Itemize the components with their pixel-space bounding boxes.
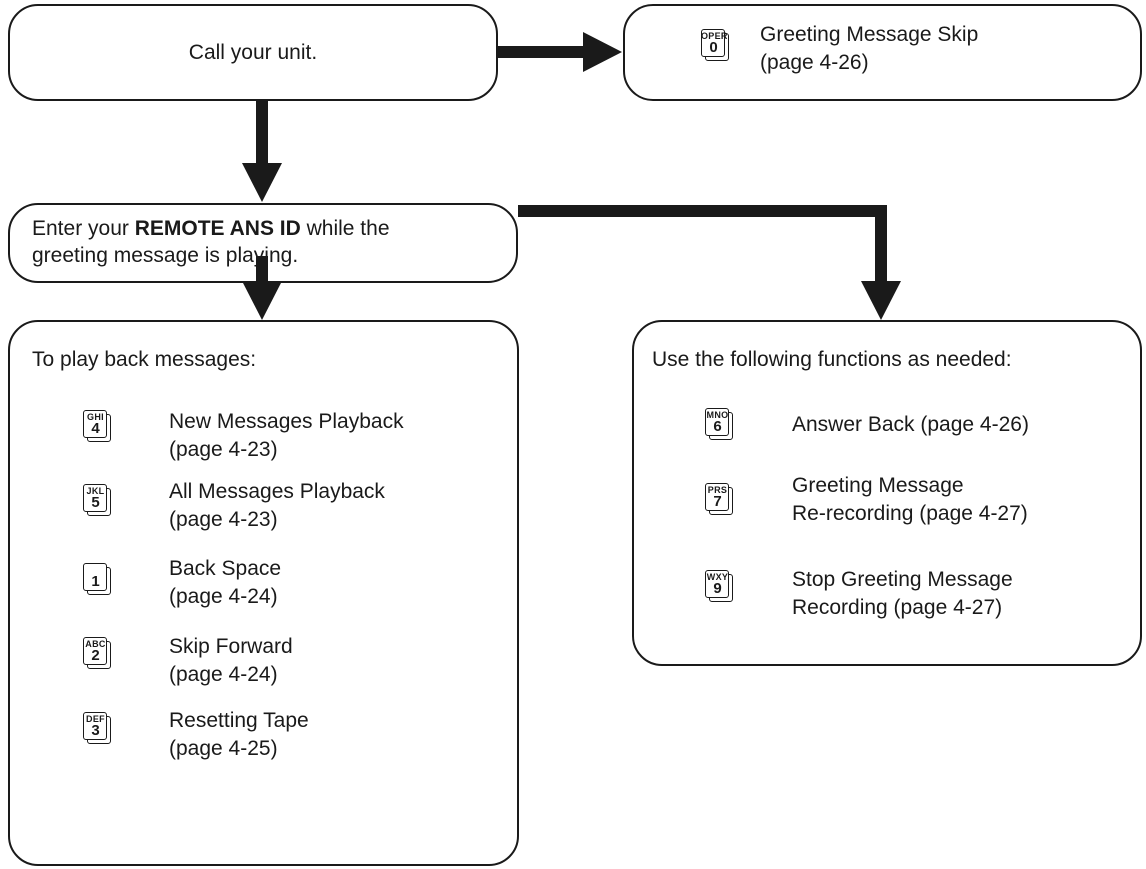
function-item-title: Answer Back (page 4-26) (792, 413, 1029, 436)
function-item-page: Recording (page 4-27) (792, 596, 1003, 619)
playback-heading: To play back messages: (32, 348, 257, 371)
remote-ans-id-label: REMOTE ANS ID (134, 217, 301, 240)
mno-6-key-icon: MNO 6 (705, 408, 733, 440)
playback-item-title: Skip Forward (169, 635, 293, 658)
playback-item-title: All Messages Playback (169, 480, 385, 503)
playback-item-page: (page 4-24) (169, 663, 278, 686)
function-item-title: Greeting Message (792, 474, 964, 497)
prs-7-key-icon: PRS 7 (705, 483, 733, 515)
playback-item-page: (page 4-23) (169, 508, 278, 531)
arrowhead-skip (583, 32, 622, 72)
greeting-skip-page: (page 4-26) (760, 51, 869, 74)
arrow-call-to-skip (498, 46, 585, 58)
ghi-4-key-icon: GHI 4 (83, 410, 111, 442)
playback-item-page: (page 4-23) (169, 438, 278, 461)
abc-2-key-icon: ABC 2 (83, 637, 111, 669)
one-key-icon: 1 (83, 563, 111, 595)
oper-0-key-icon: OPER 0 (701, 29, 729, 61)
playback-item-title: New Messages Playback (169, 410, 404, 433)
playback-item-page: (page 4-24) (169, 585, 278, 608)
call-unit-box (8, 4, 498, 101)
playback-item-page: (page 4-25) (169, 737, 278, 760)
arrowhead-playback (242, 281, 282, 320)
greeting-skip-text: Greeting Message Skip (page 4-26) (760, 21, 978, 77)
arrowhead-enter (242, 163, 282, 202)
arrow-enter-down (875, 205, 887, 283)
call-unit-text: Call your unit. (188, 41, 318, 64)
function-item-page: Re-recording (page 4-27) (792, 502, 1028, 525)
arrow-call-to-enter (256, 101, 268, 166)
def-3-key-icon: DEF 3 (83, 712, 111, 744)
arrowhead-functions (861, 281, 901, 320)
jkl-5-key-icon: JKL 5 (83, 484, 111, 516)
wxy-9-key-icon: WXY 9 (705, 570, 733, 602)
arrow-enter-right (518, 205, 887, 217)
arrow-enter-to-playback (256, 256, 268, 283)
functions-heading: Use the following functions as needed: (652, 348, 1012, 371)
function-item-title: Stop Greeting Message (792, 568, 1013, 591)
enter-id-text: Enter your REMOTE ANS ID while the greet… (32, 217, 390, 267)
playback-item-title: Resetting Tape (169, 709, 309, 732)
playback-item-title: Back Space (169, 557, 282, 580)
greeting-skip-title: Greeting Message Skip (760, 23, 979, 46)
